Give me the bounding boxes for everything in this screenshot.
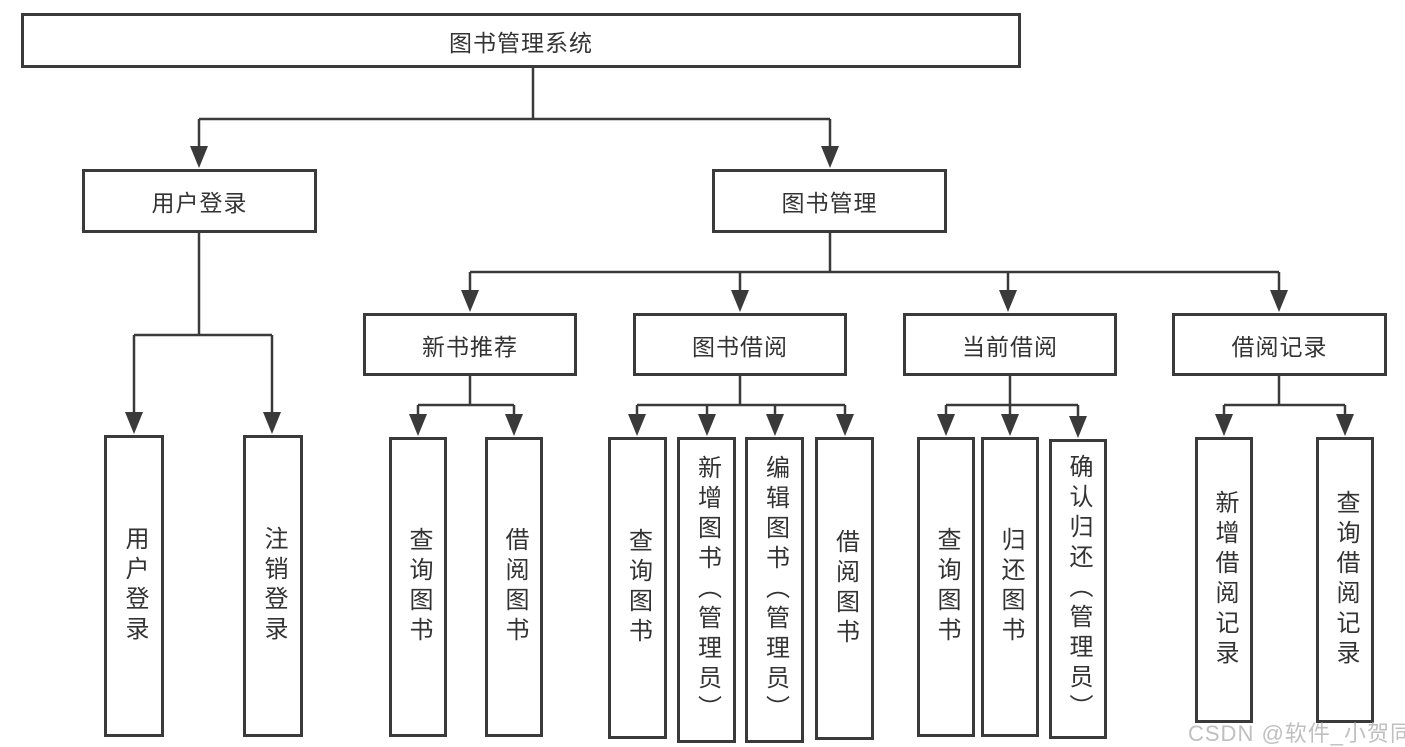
node-borrow-record: 借阅记录 — [1172, 313, 1387, 376]
node-user-login: 用户登录 — [82, 169, 317, 233]
arrow-down-icon — [1215, 414, 1233, 436]
leaf-return-book: 归还图书 — [981, 437, 1039, 737]
leaf-user-login: 用户登录 — [104, 435, 164, 737]
leaf-query-book-2: 查询图书 — [608, 437, 667, 739]
node-new-book-recommend: 新书推荐 — [363, 313, 577, 376]
leaf-logout: 注销登录 — [243, 435, 303, 737]
arrow-down-icon — [1336, 414, 1354, 436]
arrow-down-icon — [628, 414, 646, 436]
csdn-watermark: CSDN @软件_小贺同学 — [1188, 721, 1405, 746]
arrow-down-icon — [263, 412, 281, 434]
arrow-down-icon — [125, 412, 143, 434]
arrow-down-icon — [409, 414, 427, 436]
arrow-down-icon — [1069, 416, 1087, 438]
arrow-down-icon — [461, 290, 479, 312]
leaf-borrow-book-2: 借阅图书 — [815, 437, 874, 740]
arrow-down-icon — [766, 414, 784, 436]
arrow-down-icon — [190, 146, 208, 168]
arrow-down-icon — [505, 414, 523, 436]
arrow-down-icon — [731, 290, 749, 312]
leaf-query-borrow-record: 查询借阅记录 — [1316, 437, 1374, 723]
arrow-down-icon — [937, 414, 955, 436]
leaf-confirm-return-admin: 确认归还（管理员） — [1049, 439, 1107, 739]
leaf-query-book-3: 查询图书 — [917, 437, 975, 737]
arrowheads — [125, 146, 1354, 438]
arrow-down-icon — [999, 290, 1017, 312]
arrow-down-icon — [1270, 290, 1288, 312]
leaf-borrow-book-1: 借阅图书 — [485, 437, 543, 737]
leaf-add-borrow-record: 新增借阅记录 — [1195, 437, 1253, 723]
node-root: 图书管理系统 — [21, 13, 1021, 68]
arrow-down-icon — [836, 414, 854, 436]
node-book-management: 图书管理 — [712, 169, 947, 233]
leaf-edit-book-admin: 编辑图书（管理员） — [745, 437, 804, 743]
node-book-borrow: 图书借阅 — [633, 313, 847, 376]
arrow-down-icon — [821, 146, 839, 168]
arrow-down-icon — [698, 414, 716, 436]
leaf-query-book-1: 查询图书 — [389, 437, 447, 737]
leaf-add-book-admin: 新增图书（管理员） — [677, 437, 736, 743]
node-current-borrow: 当前借阅 — [903, 313, 1117, 376]
arrow-down-icon — [1001, 414, 1019, 436]
